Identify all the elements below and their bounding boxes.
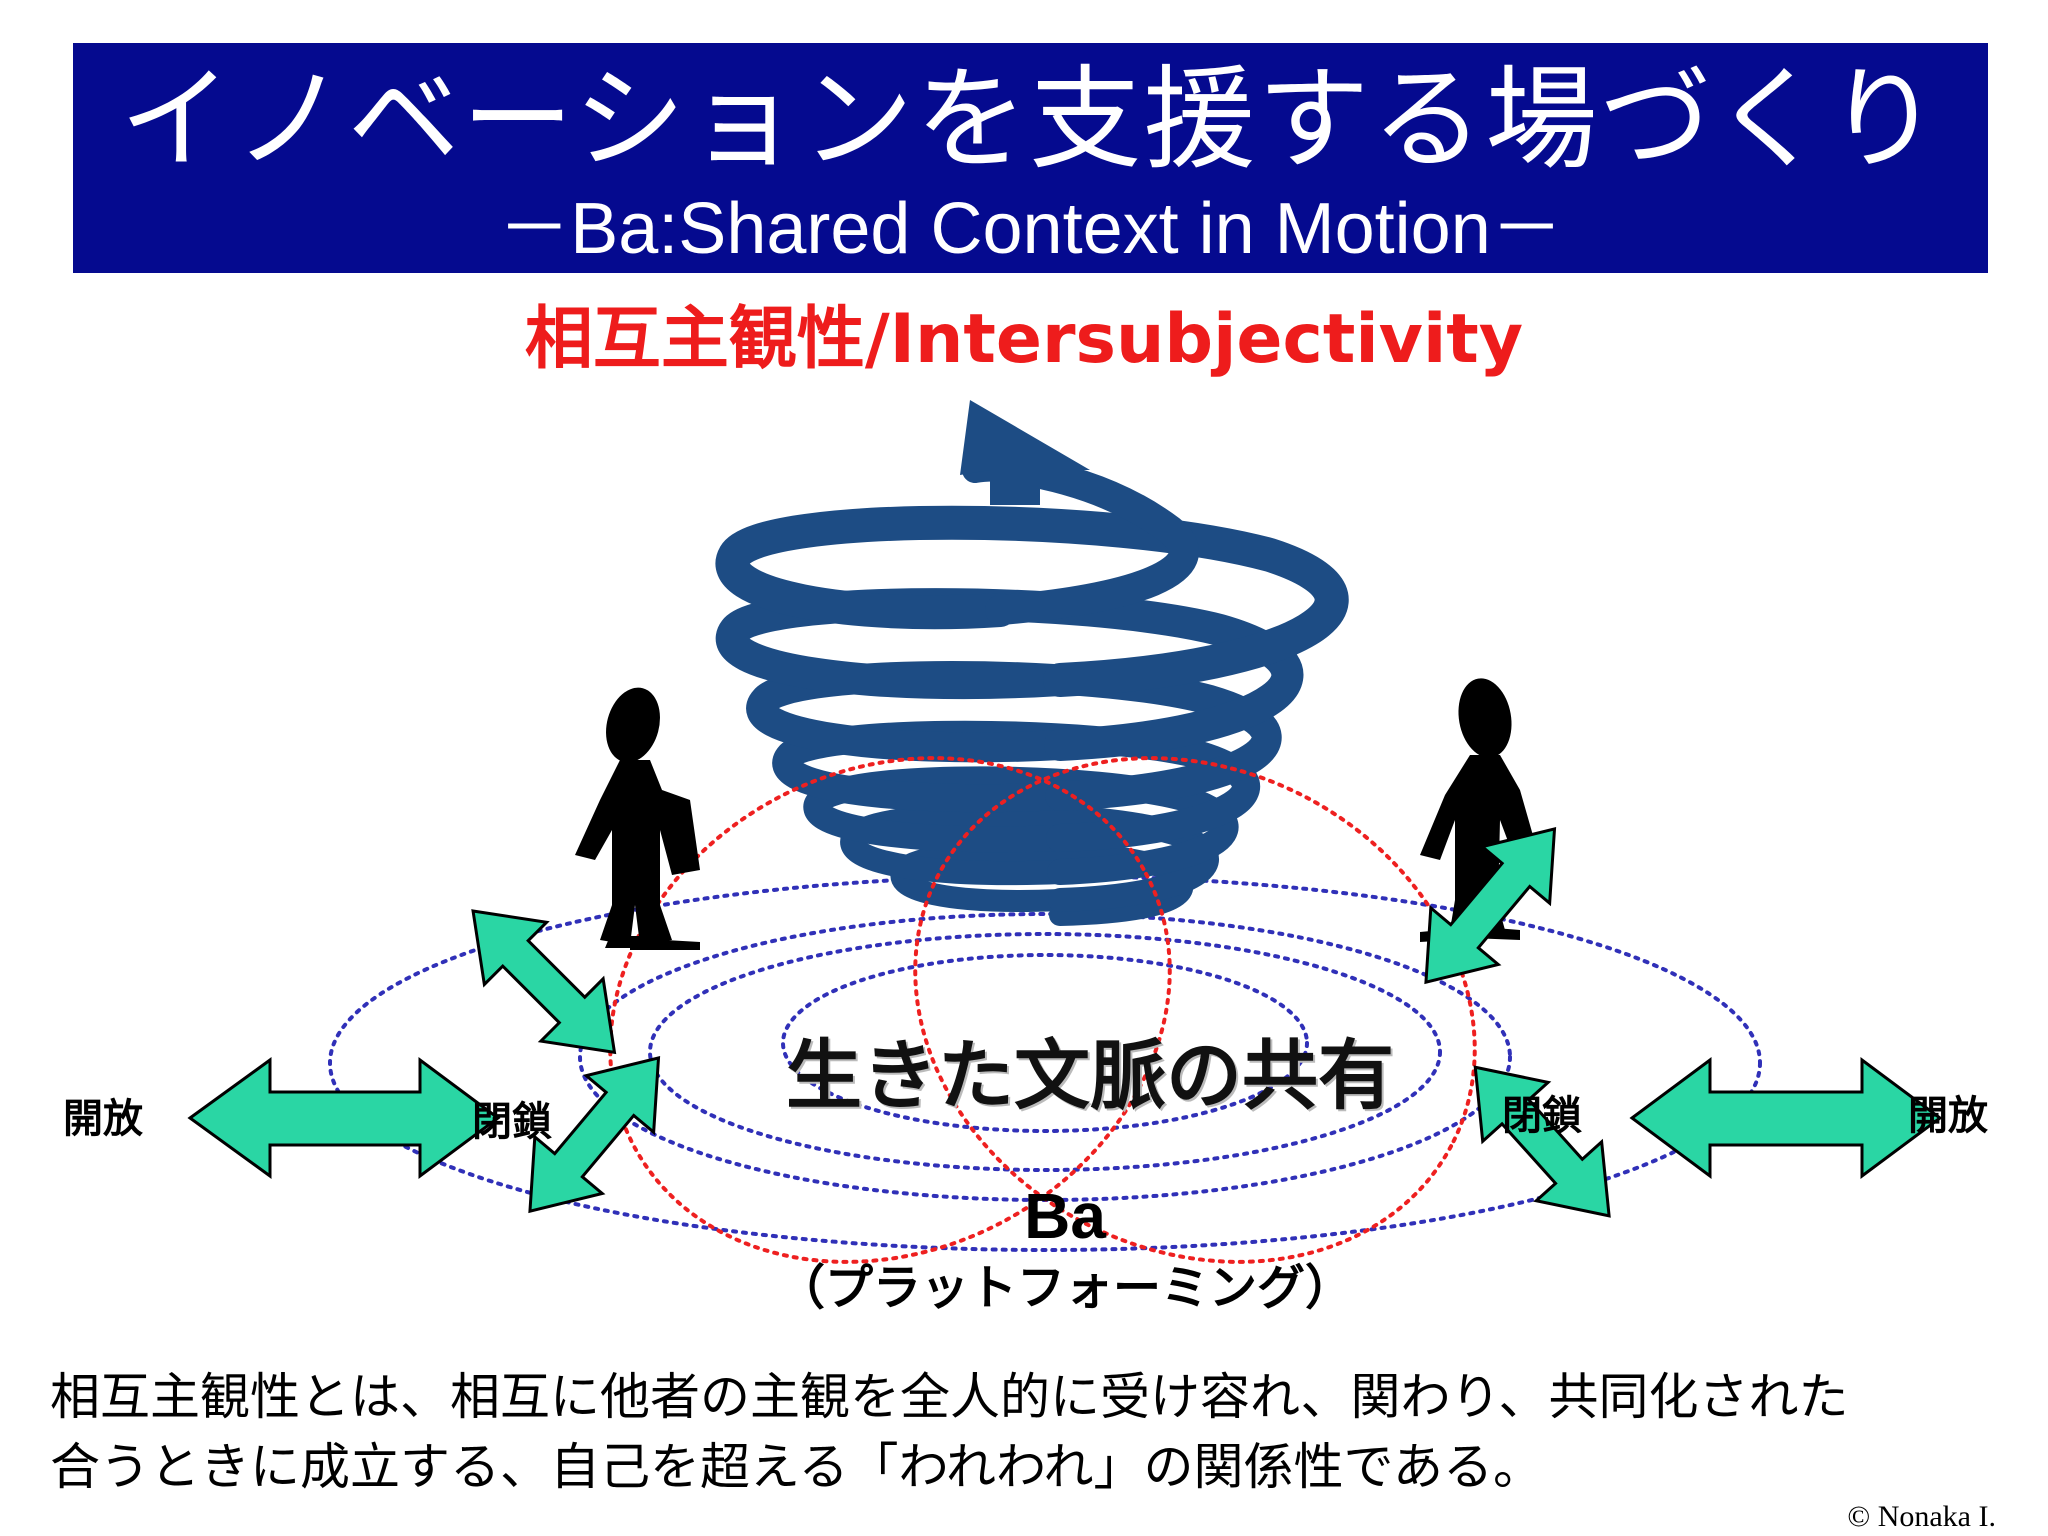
arrow-lower-left xyxy=(528,1055,661,1214)
inner-ellipse-1 xyxy=(648,932,1442,1172)
arrow-left-horizontal xyxy=(187,1057,501,1179)
label-right-closed: 閉鎖 xyxy=(1502,1093,1582,1139)
person-left-icon xyxy=(575,687,700,950)
description: 相互主観性とは、相互に他者の主観を全人的に受け容れ、関わり、共同化された 合うと… xyxy=(50,1362,2010,1502)
spiral-icon xyxy=(715,400,1349,926)
title-banner: イノベーションを支援する場づくり －Ba:Shared Context in M… xyxy=(73,43,1988,273)
copyright: © Nonaka I. xyxy=(1847,1500,1996,1533)
description-line-2: 合うときに成立する、自己を超える「われわれ」の関係性である。 xyxy=(50,1438,1543,1496)
intersubjectivity-heading: 相互主観性/Intersubjectivity xyxy=(524,300,1524,379)
double-arrows xyxy=(187,826,1943,1218)
label-right-open: 開放 xyxy=(1908,1093,1988,1139)
label-left-open: 開放 xyxy=(63,1096,143,1142)
arrow-upper-right xyxy=(1424,826,1557,985)
red-ellipse-right xyxy=(913,756,1477,1264)
arrow-right-horizontal xyxy=(1629,1057,1943,1179)
arrow-lower-right xyxy=(1473,1065,1611,1218)
platforming-label: （プラットフォーミング） xyxy=(776,1260,1353,1316)
inner-ellipse-2 xyxy=(781,953,1309,1133)
red-dotted-ellipses xyxy=(608,756,1477,1264)
shared-context-label: 生きた文脈の共有 xyxy=(786,1031,1394,1120)
page-title: イノベーションを支援する場づくり xyxy=(119,55,1942,185)
arrow-upper-left xyxy=(471,909,617,1055)
description-line-1: 相互主観性とは、相互に他者の主観を全人的に受け容れ、関わり、共同化された xyxy=(50,1368,1849,1426)
label-left-closed: 閉鎖 xyxy=(472,1099,552,1145)
ba-label: Ba xyxy=(1024,1180,1106,1252)
page-subtitle: －Ba:Shared Context in Motion－ xyxy=(498,189,1563,269)
red-ellipse-left xyxy=(608,756,1172,1264)
